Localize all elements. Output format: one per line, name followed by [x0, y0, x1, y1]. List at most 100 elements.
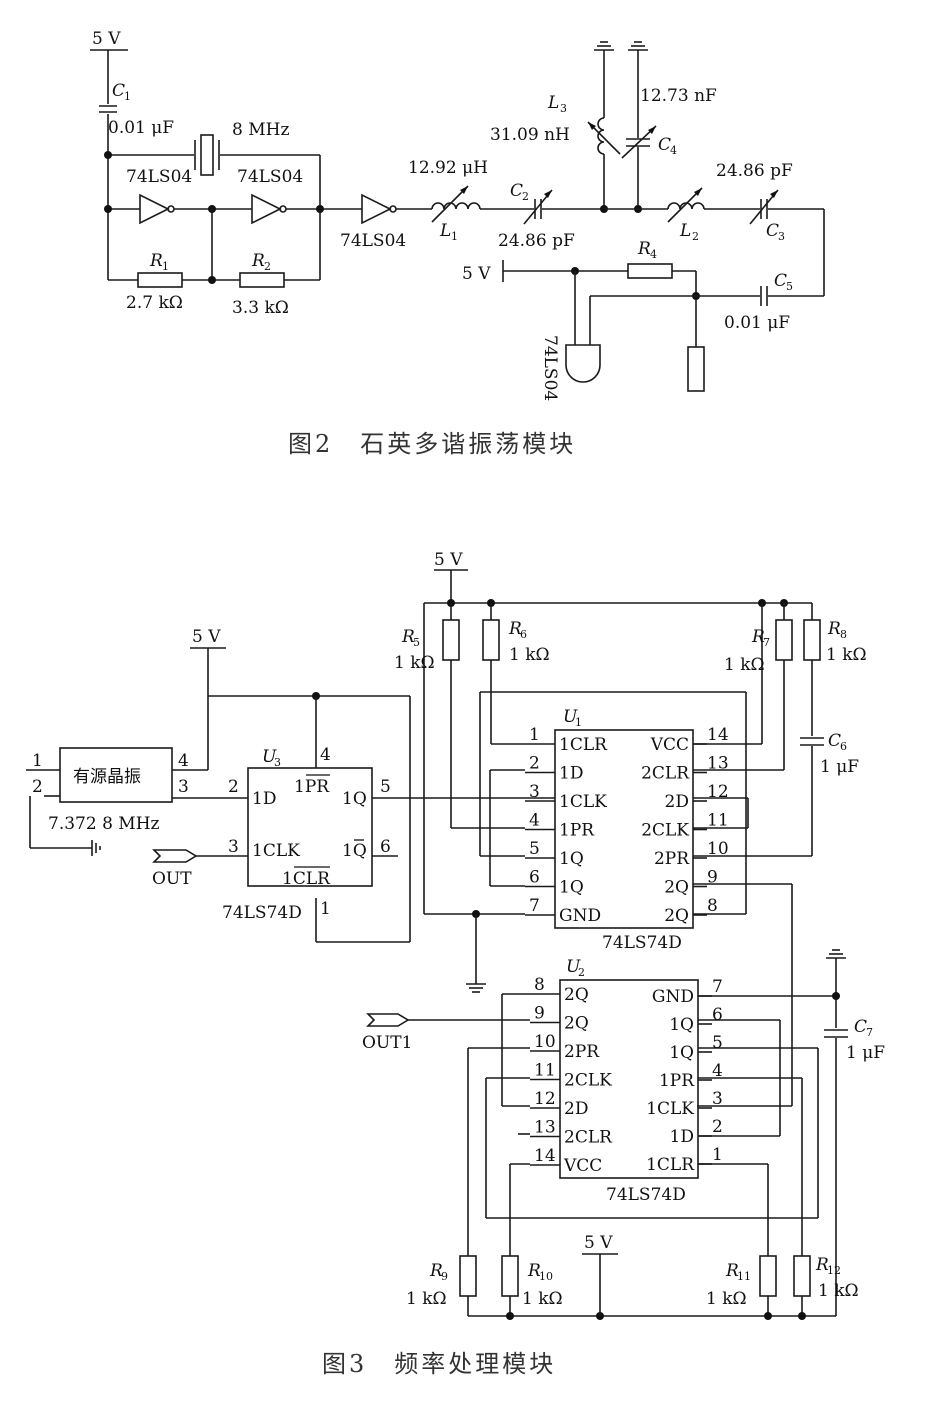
u1-left-pin-number: 5 — [529, 839, 540, 859]
fig3-out-port — [152, 849, 198, 863]
fig3-resistor-r7 — [775, 619, 793, 661]
fig3-resistor-r8 — [803, 619, 821, 661]
svg-text:4: 4 — [670, 144, 677, 157]
fig3-oscillator-freq: 7.372 8 MHz — [48, 814, 160, 834]
u1-left-pin-name: 1Q — [559, 849, 584, 869]
fig2-capacitor-c1 — [99, 105, 117, 113]
fig2-c3-value: 24.86 pF — [716, 161, 793, 181]
svg-text:1D: 1D — [252, 789, 276, 809]
u1-right-pin-number: 8 — [707, 896, 718, 916]
svg-text:2: 2 — [228, 777, 239, 797]
fig3-out-label: OUT — [152, 869, 192, 889]
u1-left-pin-number: 6 — [529, 868, 540, 888]
figure-2-caption: 图2 石英多谐振荡模块 — [288, 430, 576, 458]
svg-text:C: C — [774, 271, 787, 291]
fig3-resistor-r6 — [482, 619, 500, 661]
svg-text:R: R — [401, 627, 415, 647]
svg-text:1: 1 — [124, 90, 131, 103]
fig2-gate-74ls04 — [565, 344, 601, 383]
u1-right-pin-number: 10 — [707, 839, 729, 859]
u2-right-pin-number: 2 — [712, 1117, 723, 1137]
fig2-crystal-8mhz — [194, 134, 220, 176]
u2-right-pin-name: 1D — [670, 1127, 694, 1147]
svg-text:3: 3 — [228, 837, 239, 857]
fig2-gate-label: 74LS04 — [540, 335, 560, 401]
svg-text:R: R — [751, 627, 765, 647]
svg-text:1Q: 1Q — [342, 841, 367, 861]
u2-right-pin-name: 1Q — [669, 1043, 694, 1063]
svg-text:L: L — [679, 221, 691, 241]
fig2-resistor-r2 — [239, 272, 285, 288]
u1-left-pin-number: 3 — [529, 782, 540, 802]
fig2-c1-value: 0.01 μF — [108, 118, 174, 138]
fig3-r6-value: 1 kΩ — [509, 645, 550, 665]
u2-left-pin-name: VCC — [563, 1156, 602, 1176]
u1-right-pin-number: 12 — [707, 782, 729, 802]
u1-right-pin-name: 2CLK — [641, 821, 689, 841]
u2-right-pin-name: 1PR — [659, 1071, 695, 1091]
u2-right-pin-name: 1CLR — [646, 1155, 695, 1175]
u2-left-pin-number: 12 — [534, 1089, 556, 1109]
svg-text:10: 10 — [539, 1270, 553, 1283]
u1-right-pin-number: 11 — [707, 811, 729, 831]
fig3-chip-u3 — [247, 767, 373, 887]
fig2-inverter-3-label: 74LS04 — [340, 231, 406, 251]
svg-text:6: 6 — [520, 628, 527, 641]
fig3-r9-value: 1 kΩ — [406, 1289, 447, 1309]
svg-text:6: 6 — [380, 837, 391, 857]
u1-right-pin-name: 2PR — [654, 849, 690, 869]
svg-text:2: 2 — [578, 966, 585, 979]
fig3-u1-part: 74LS74D — [602, 933, 682, 953]
u2-left-pin-name: 2CLR — [564, 1128, 613, 1148]
u1-left-pin-number: 4 — [529, 811, 540, 831]
u2-left-pin-name: 2Q — [564, 985, 589, 1005]
fig2-inductor-l1 — [431, 202, 481, 210]
svg-text:12: 12 — [827, 1264, 841, 1277]
fig2-inverter-2 — [251, 193, 287, 225]
svg-text:1: 1 — [320, 899, 331, 919]
fig3-resistor-r5 — [442, 619, 460, 661]
svg-text:L: L — [547, 93, 559, 113]
figure-2-quartz-multivibrator: 5 V C 1 0.01 μF 8 MHz — [90, 29, 825, 401]
u2-left-pin-number: 11 — [534, 1061, 556, 1081]
svg-text:C: C — [510, 181, 523, 201]
fig2-ground-l3 — [594, 41, 614, 51]
u1-left-pin-number: 2 — [529, 754, 540, 774]
fig2-load-resistor — [687, 346, 705, 392]
fig2-inductor-l3 — [597, 117, 605, 155]
fig3-r12-value: 1 kΩ — [818, 1281, 859, 1301]
svg-text:1: 1 — [575, 716, 582, 729]
u1-left-pin-number: 7 — [529, 896, 540, 916]
svg-text:1Q: 1Q — [342, 789, 367, 809]
fig3-c6-value: 1 μF — [820, 757, 859, 777]
svg-text:2: 2 — [32, 777, 43, 797]
svg-text:2: 2 — [522, 190, 529, 203]
u1-left-pin-number: 1 — [529, 725, 540, 745]
svg-text:C: C — [828, 731, 841, 751]
svg-text:1: 1 — [162, 260, 169, 273]
fig3-u3-part: 74LS74D — [222, 903, 302, 923]
fig3-out1-label: OUT1 — [362, 1033, 412, 1053]
fig2-c2-value: 24.86 pF — [498, 231, 575, 251]
u2-right-pin-name: 1CLK — [646, 1099, 694, 1119]
svg-text:R: R — [527, 1261, 541, 1281]
fig3-u2-part: 74LS74D — [606, 1185, 686, 1205]
figure-3-frequency-processing: 5 V R 5 1 kΩ R 6 1 kΩ R 7 1 kΩ — [26, 550, 885, 1320]
svg-text:4: 4 — [178, 751, 189, 771]
fig2-supply-mid-label: 5 V — [462, 264, 491, 284]
fig2-resistor-r4 — [627, 263, 673, 279]
u2-right-pin-number: 4 — [712, 1061, 723, 1081]
svg-text:R: R — [508, 619, 522, 639]
svg-text:9: 9 — [441, 1270, 448, 1283]
fig3-out1-port — [366, 1013, 410, 1027]
fig3-r10-value: 1 kΩ — [522, 1289, 563, 1309]
svg-text:1: 1 — [451, 230, 458, 243]
u2-right-pin-number: 5 — [712, 1033, 723, 1053]
svg-text:R: R — [251, 251, 265, 271]
fig2-r1-value: 2.7 kΩ — [126, 293, 183, 313]
svg-text:5: 5 — [380, 777, 391, 797]
fig2-c1-name: C — [112, 81, 125, 101]
